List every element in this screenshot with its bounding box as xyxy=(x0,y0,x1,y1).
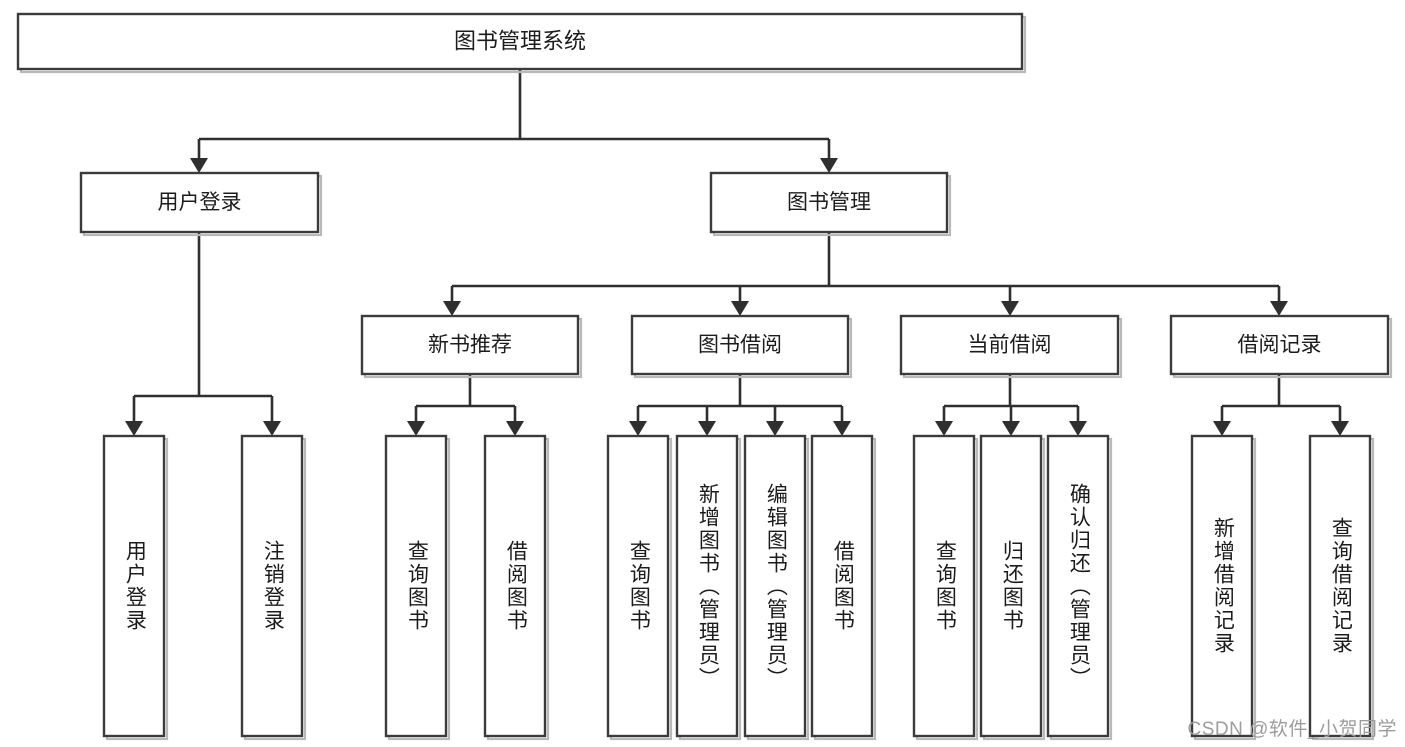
node-label-root: 图书管理系统 xyxy=(454,28,586,53)
arrow-head xyxy=(698,421,716,436)
arrow-head xyxy=(407,421,425,436)
arrow-head xyxy=(190,158,208,173)
node-label-book-management: 图书管理 xyxy=(787,191,871,214)
node-box-leaf-add-book-admin[interactable] xyxy=(675,434,739,738)
arrow-head xyxy=(1069,421,1087,436)
arrow-head xyxy=(1001,301,1019,316)
node-box-user-login[interactable] xyxy=(79,171,320,234)
arrow-head xyxy=(125,421,143,436)
node-box-leaf-query-book-new[interactable] xyxy=(384,434,448,738)
arrow-head xyxy=(1213,421,1231,436)
arrow-head xyxy=(935,421,953,436)
connector-new-book-recommend-to-leaves xyxy=(407,374,524,436)
arrow-head xyxy=(263,421,281,436)
node-box-leaf-logout[interactable] xyxy=(240,434,304,738)
node-boxes-layer xyxy=(16,12,1393,741)
connector-current-borrow-to-leaves xyxy=(935,374,1087,436)
arrow-head xyxy=(506,421,524,436)
node-label-new-book-recommend: 新书推荐 xyxy=(428,334,512,357)
node-box-root[interactable] xyxy=(16,12,1024,71)
node-box-leaf-query-book-current[interactable] xyxy=(912,434,976,738)
arrow-head xyxy=(820,158,838,173)
node-box-new-book-recommend[interactable] xyxy=(360,314,580,376)
connector-user-login-to-leaves xyxy=(125,232,281,436)
node-box-leaf-query-borrow-record[interactable] xyxy=(1308,434,1372,738)
node-box-current-borrow[interactable] xyxy=(899,314,1120,376)
connector-book-borrow-to-leaves xyxy=(629,374,851,436)
connectors-layer xyxy=(125,69,1349,436)
node-label-user-login: 用户登录 xyxy=(158,191,242,214)
connector-root-to-level1 xyxy=(190,69,838,173)
node-box-book-borrow[interactable] xyxy=(630,314,850,376)
node-box-borrow-record[interactable] xyxy=(1169,314,1390,376)
node-box-leaf-borrow-book-new[interactable] xyxy=(483,434,547,738)
node-box-leaf-edit-book-admin[interactable] xyxy=(743,434,807,738)
arrow-head xyxy=(629,421,647,436)
node-box-leaf-query-book-borrow[interactable] xyxy=(606,434,670,738)
node-box-leaf-user-login[interactable] xyxy=(102,434,166,738)
connector-borrow-record-to-leaves xyxy=(1213,374,1349,436)
node-label-borrow-record: 借阅记录 xyxy=(1238,334,1322,357)
node-box-leaf-return-book[interactable] xyxy=(979,434,1043,738)
node-box-leaf-borrow-book[interactable] xyxy=(810,434,874,738)
node-box-book-management[interactable] xyxy=(709,171,949,234)
arrow-head xyxy=(1331,421,1349,436)
node-box-leaf-confirm-return-admin[interactable] xyxy=(1046,434,1110,738)
arrow-head xyxy=(443,301,461,316)
arrow-head xyxy=(1002,421,1020,436)
arrow-head xyxy=(833,421,851,436)
node-label-book-borrow: 图书借阅 xyxy=(698,334,782,357)
connector-book-management-to-level2 xyxy=(443,232,1288,316)
node-label-current-borrow: 当前借阅 xyxy=(968,334,1052,357)
node-box-leaf-add-borrow-record[interactable] xyxy=(1190,434,1254,738)
arrow-head xyxy=(766,421,784,436)
arrow-head xyxy=(731,301,749,316)
arrow-head xyxy=(1270,301,1288,316)
